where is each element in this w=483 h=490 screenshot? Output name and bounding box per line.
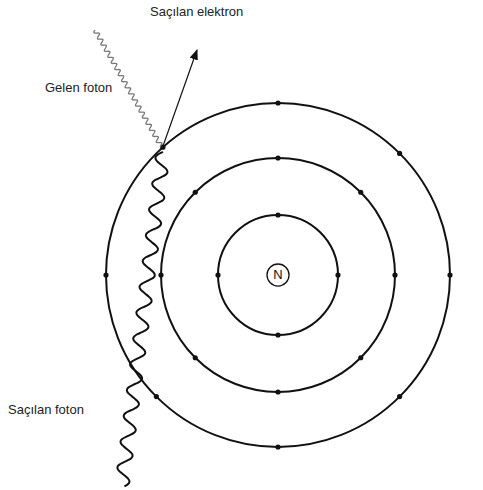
nucleus-symbol: N xyxy=(273,268,282,281)
electron-dot xyxy=(275,389,280,394)
electron-dot xyxy=(154,394,159,399)
callout-label: Saçılan elektron xyxy=(150,4,243,20)
electron-dot xyxy=(275,444,280,449)
electron-dot xyxy=(275,155,280,160)
electron-dot xyxy=(358,190,363,195)
nucleus-circle: N xyxy=(266,263,290,287)
electron-arrow xyxy=(163,50,197,146)
inner-shell xyxy=(218,215,338,335)
electron-dot xyxy=(397,151,402,156)
electron-dot xyxy=(275,332,280,337)
callout-label: Gelen foton xyxy=(45,80,112,96)
electron-dot xyxy=(215,272,220,277)
electron-dot xyxy=(193,355,198,360)
electron-dot xyxy=(358,355,363,360)
electron-dot xyxy=(275,212,280,217)
electron-dot xyxy=(193,190,198,195)
electron-dot xyxy=(397,394,402,399)
electron-dot xyxy=(158,272,163,277)
electron-dot xyxy=(447,272,452,277)
electron-dot xyxy=(275,100,280,105)
scattered-photon-wave xyxy=(117,152,167,486)
callout-label: Saçılan foton xyxy=(8,402,84,418)
electron-dot xyxy=(103,272,108,277)
electron-dots xyxy=(103,100,452,449)
electron-dot xyxy=(335,272,340,277)
nucleus-ring xyxy=(267,264,289,286)
middle-shell xyxy=(161,158,395,392)
electron-dot xyxy=(392,272,397,277)
